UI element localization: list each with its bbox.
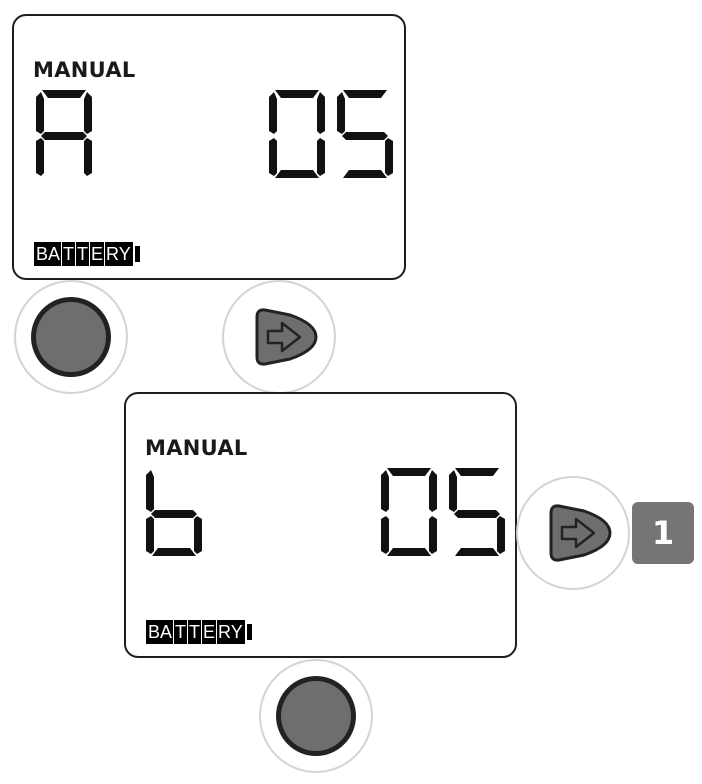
circle-button-icon	[31, 297, 111, 377]
circle-button-icon	[276, 676, 356, 756]
digit-value-tens	[269, 90, 325, 178]
battery-cap	[134, 246, 140, 262]
mode-label: MANUAL	[145, 436, 248, 460]
battery-label-part: E	[203, 620, 218, 644]
next-button-b[interactable]	[516, 476, 630, 590]
lcd-display-a: MANUAL A 05 BA T T E RY	[12, 14, 406, 280]
mode-label: MANUAL	[33, 58, 136, 82]
battery-cap	[246, 624, 252, 640]
digit-value-ones	[449, 468, 505, 556]
battery-label-part: RY	[218, 622, 243, 642]
battery-label-part: BA	[148, 620, 175, 644]
digit-value-ones	[337, 90, 393, 178]
digit-letter	[146, 470, 202, 556]
battery-indicator: BA T T E RY	[34, 242, 140, 266]
battery-label-part: T	[77, 242, 91, 266]
battery-label-part: T	[189, 620, 203, 644]
digit-letter	[36, 90, 92, 176]
battery-label-part: E	[91, 242, 106, 266]
battery-label-part: T	[175, 620, 189, 644]
battery-label-part: RY	[106, 244, 131, 264]
battery-indicator: BA T T E RY	[146, 620, 252, 644]
round-button-b[interactable]	[259, 659, 373, 773]
lcd-display-b: MANUAL b 05 BA T T E RY	[124, 392, 517, 658]
round-button-a[interactable]	[14, 280, 128, 394]
step-number-badge: 1	[632, 502, 694, 564]
battery-label-part: BA	[36, 242, 63, 266]
battery-label-part: T	[63, 242, 77, 266]
arrow-right-icon	[549, 504, 612, 562]
arrow-right-icon	[255, 308, 318, 366]
next-button-a[interactable]	[222, 280, 336, 394]
digit-value-tens	[381, 468, 437, 556]
